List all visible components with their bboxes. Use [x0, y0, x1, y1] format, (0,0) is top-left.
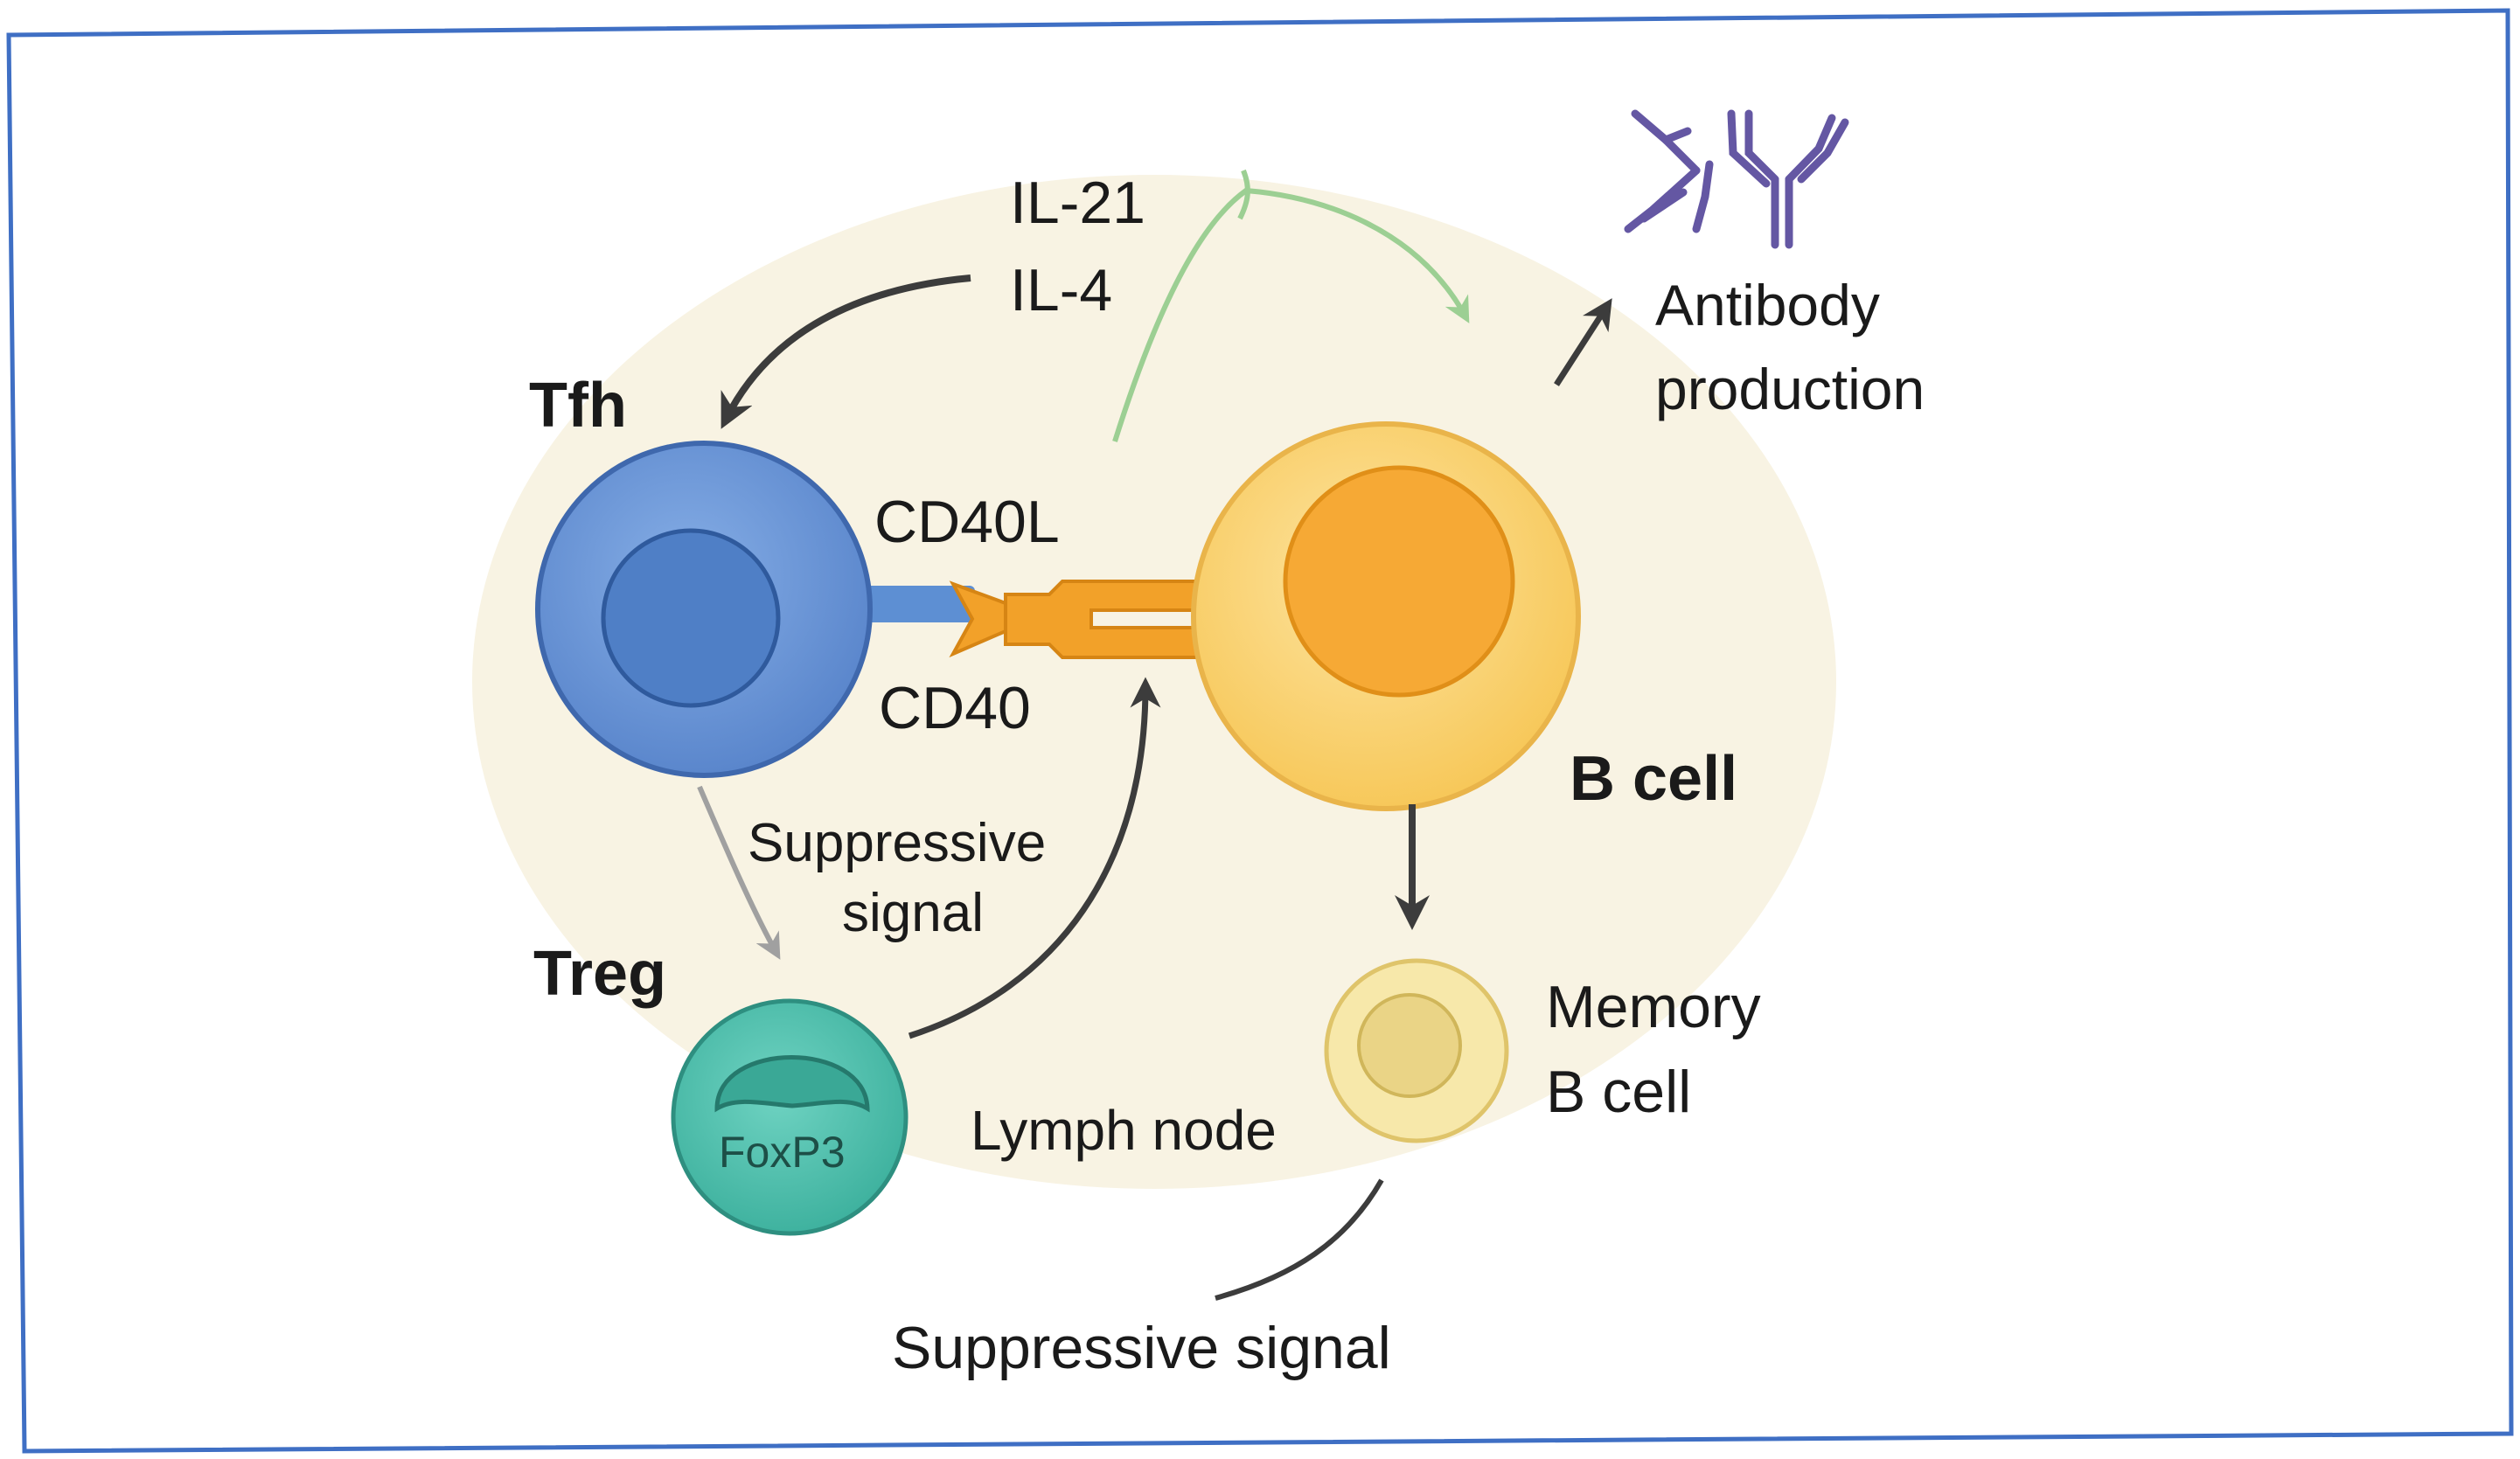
cytokine-il4-label: IL-4 [1010, 257, 1112, 323]
tfh-cell [535, 441, 975, 778]
cd40l-label: CD40L [874, 489, 1060, 555]
b-cell-nucleus [1283, 465, 1515, 698]
bottom-suppressive-signal-label: Suppressive signal [892, 1315, 1391, 1381]
cd40l-ligand [949, 580, 1007, 658]
cytokine-branch [1237, 169, 1250, 220]
antibody-icon [1624, 109, 1849, 249]
treg-outer [671, 998, 908, 1236]
treg-cell [671, 998, 908, 1236]
memory-suppressive-line [1215, 1178, 1384, 1301]
lymph-node-label: Lymph node [971, 1099, 1277, 1162]
memory-b-cell-label-line1: Memory [1546, 974, 1761, 1040]
cytokine-il21-label: IL-21 [1010, 170, 1145, 236]
b-cell [1191, 421, 1581, 811]
tfh-to-treg-arrow [697, 785, 781, 960]
memory-inner [1357, 993, 1462, 1098]
antibody-label-line2: production [1655, 357, 1925, 421]
foxp3-label: FoxP3 [719, 1128, 846, 1177]
suppressive-signal-label-line1: Suppressive [748, 813, 1046, 873]
cd40-label: CD40 [879, 675, 1031, 741]
cd40-receptor [1004, 580, 1217, 659]
tfh-nucleus [601, 528, 781, 708]
antibody-label-line1: Antibody [1655, 273, 1880, 337]
antibody-1 [1624, 109, 1714, 233]
cd40-ligand-receptor [949, 580, 1217, 659]
treg-label: Treg [533, 939, 666, 1009]
tfh-label: Tfh [529, 371, 627, 441]
treg-suppressive-arrow [908, 677, 1161, 1039]
b-cell-to-antibody-arrow [1554, 298, 1612, 386]
suppressive-signal-label-line2: signal [842, 883, 984, 943]
memory-b-cell-label-line2: B cell [1546, 1059, 1691, 1125]
cytokine-to-tfh-arrow [720, 274, 971, 429]
foxp3-nucleus [714, 1055, 870, 1113]
antibody-2 [1727, 109, 1849, 249]
b-cell-label: B cell [1570, 744, 1737, 814]
memory-b-cell [1324, 958, 1509, 1143]
